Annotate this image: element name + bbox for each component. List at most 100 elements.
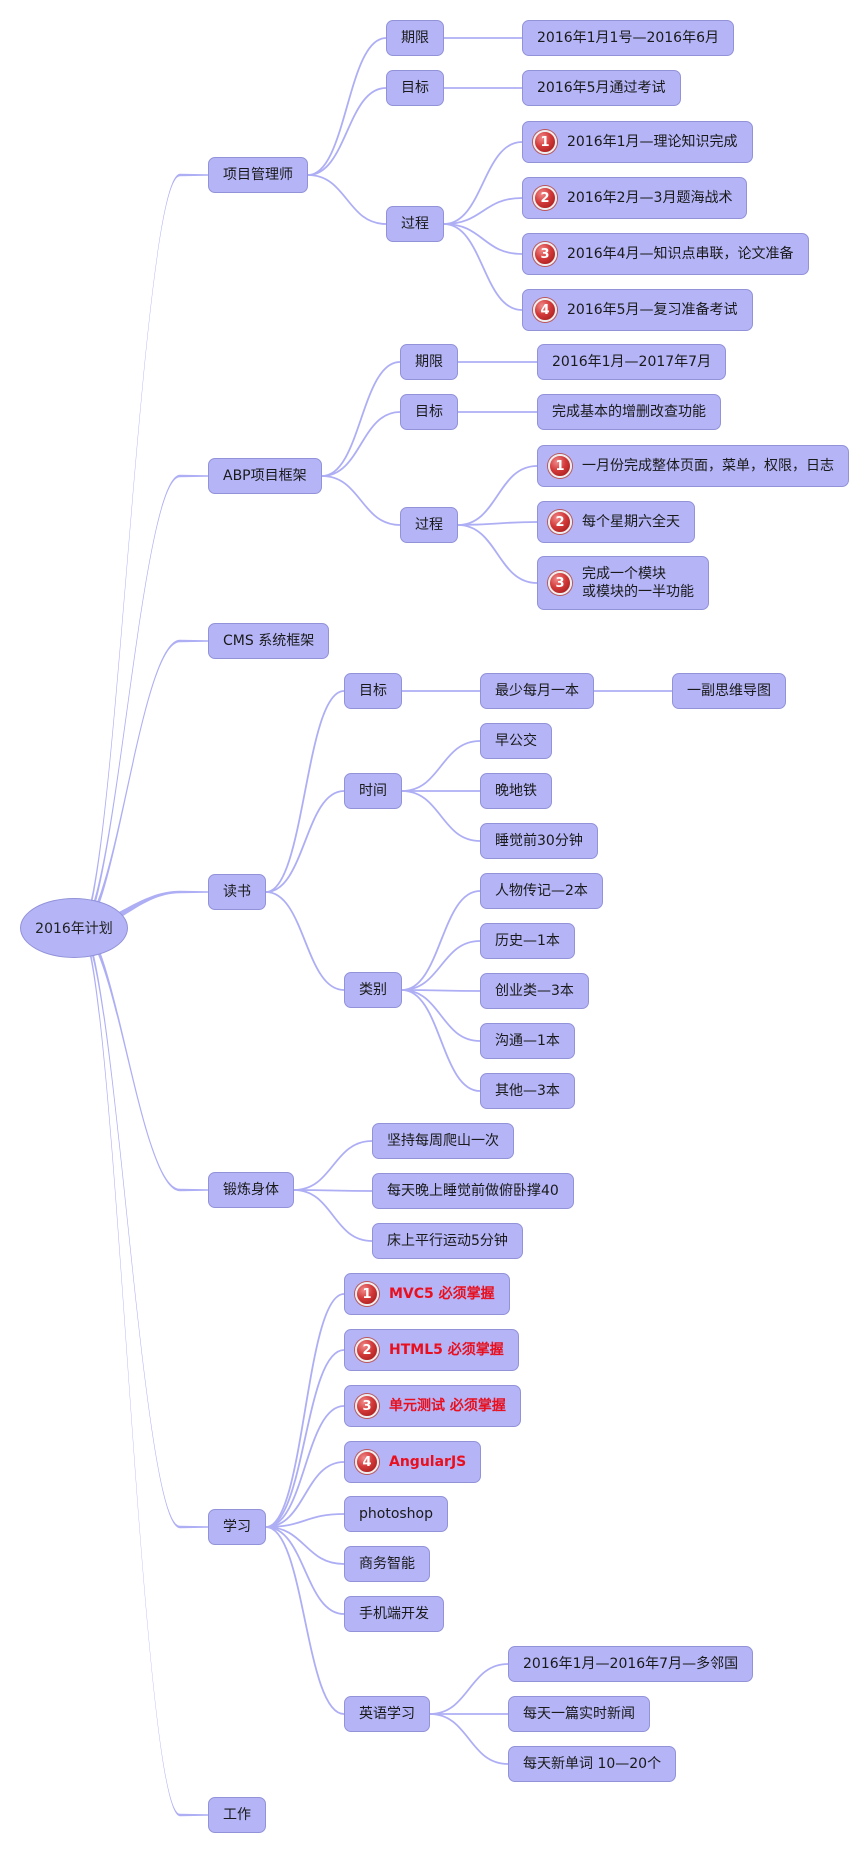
connector-line [265, 1513, 345, 1528]
number-badge-icon: 3 [548, 571, 572, 595]
reading-time-item[interactable]: 睡觉前30分钟 [480, 823, 598, 859]
branch-reading[interactable]: 读书 [208, 874, 266, 910]
number-badge-icon: 4 [533, 298, 557, 322]
branch-abp-framework[interactable]: ABP项目框架 [208, 458, 322, 494]
number-badge-icon: 1 [548, 454, 572, 478]
connector-line [401, 940, 481, 991]
connector-line [321, 475, 401, 526]
connector-line [265, 1405, 345, 1528]
connector-line [265, 1349, 345, 1528]
connector-line [443, 197, 523, 225]
connector-line [457, 524, 538, 584]
branch-cms-framework[interactable]: CMS 系统框架 [208, 623, 330, 659]
number-badge-icon: 2 [355, 1338, 379, 1362]
reading-category-item[interactable]: 创业类—3本 [480, 973, 589, 1009]
reading-time[interactable]: 时间 [344, 773, 402, 809]
connector-line [265, 1526, 345, 1715]
exercise-item[interactable]: 坚持每周爬山一次 [372, 1123, 514, 1159]
connector-line [293, 1189, 373, 1192]
connector-line [307, 174, 387, 225]
english-item[interactable]: 2016年1月—2016年7月—多邻国 [508, 1646, 754, 1682]
exercise-item[interactable]: 每天晚上睡觉前做俯卧撑40 [372, 1173, 574, 1209]
connector-line [265, 690, 345, 893]
study-item[interactable]: photoshop [344, 1496, 448, 1532]
pm-goal-value[interactable]: 2016年5月通过考试 [522, 70, 681, 106]
exercise-item[interactable]: 床上平行运动5分钟 [372, 1223, 523, 1259]
reading-category-item[interactable]: 人物传记—2本 [480, 873, 603, 909]
connector-line [321, 411, 401, 477]
main-branch-line [80, 474, 208, 933]
study-item[interactable]: 商务智能 [344, 1546, 430, 1582]
connector-line [265, 891, 345, 991]
branch-project-manager[interactable]: 项目管理师 [208, 157, 308, 193]
connector-line [401, 989, 481, 1042]
study-english[interactable]: 英语学习 [344, 1696, 430, 1732]
reading-category-item[interactable]: 沟通—1本 [480, 1023, 575, 1059]
number-badge-icon: 2 [548, 510, 572, 534]
reading-time-item[interactable]: 晚地铁 [480, 773, 552, 809]
english-item[interactable]: 每天新单词 10—20个 [508, 1746, 677, 1782]
study-item[interactable]: 手机端开发 [344, 1596, 444, 1632]
pm-period-value[interactable]: 2016年1月1号—2016年6月 [522, 20, 734, 56]
abp-period-value[interactable]: 2016年1月—2017年7月 [537, 344, 727, 380]
connector-line [401, 740, 481, 792]
connector-line [307, 87, 387, 176]
reading-goal-value[interactable]: 最少每月一本 [480, 673, 594, 709]
number-badge-icon: 3 [533, 242, 557, 266]
connector-line [265, 1526, 345, 1565]
main-branch-line [80, 923, 208, 1192]
reading-time-item[interactable]: 早公交 [480, 723, 552, 759]
connector-line [401, 790, 481, 842]
connector-line [321, 361, 401, 477]
abp-period[interactable]: 期限 [400, 344, 458, 380]
pm-goal[interactable]: 目标 [386, 70, 444, 106]
english-item[interactable]: 每天一篇实时新闻 [508, 1696, 650, 1732]
connector-line [429, 1663, 509, 1715]
connector-line [401, 890, 481, 991]
connector-line [443, 141, 523, 225]
abp-process[interactable]: 过程 [400, 507, 458, 543]
abp-goal-value[interactable]: 完成基本的增删改查功能 [537, 394, 721, 430]
reading-goal[interactable]: 目标 [344, 673, 402, 709]
connector-line [265, 790, 345, 893]
pm-period[interactable]: 期限 [386, 20, 444, 56]
connector-line [457, 521, 538, 526]
pm-process[interactable]: 过程 [386, 206, 444, 242]
reading-goal-mindmap[interactable]: 一副思维导图 [672, 673, 786, 709]
connector-line [293, 1140, 373, 1191]
connector-line [401, 989, 481, 992]
connector-line [457, 465, 538, 526]
reading-category[interactable]: 类别 [344, 972, 402, 1008]
connector-line [265, 1526, 345, 1615]
connector-line [443, 223, 523, 311]
main-branch-line [80, 923, 208, 1529]
root-node[interactable]: 2016年计划 [20, 898, 128, 958]
branch-work[interactable]: 工作 [208, 1797, 266, 1833]
number-badge-icon: 2 [533, 186, 557, 210]
abp-goal[interactable]: 目标 [400, 394, 458, 430]
connector-line [307, 37, 387, 176]
main-branch-line [80, 173, 208, 933]
connector-line [443, 223, 523, 255]
connector-line [401, 989, 481, 1092]
connector-line [265, 1293, 345, 1528]
reading-category-item[interactable]: 其他—3本 [480, 1073, 575, 1109]
connector-line [293, 1189, 373, 1242]
number-badge-icon: 3 [355, 1394, 379, 1418]
branch-exercise[interactable]: 锻炼身体 [208, 1172, 294, 1208]
branch-study[interactable]: 学习 [208, 1509, 266, 1545]
reading-category-item[interactable]: 历史—1本 [480, 923, 575, 959]
main-branch-line [80, 639, 208, 933]
